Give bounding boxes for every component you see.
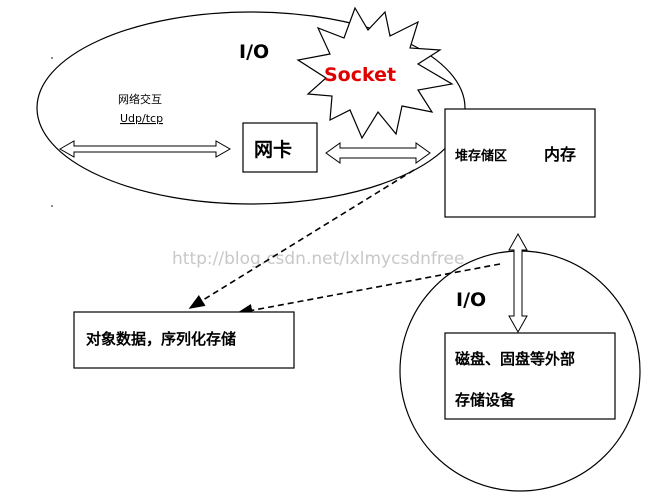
protocol-label: Udp/tcp — [120, 112, 163, 125]
heap-to-object-dashed-arrow — [236, 263, 501, 317]
socket-starburst-icon — [296, 6, 454, 140]
disk-label-line2: 存储设备 — [455, 391, 516, 409]
heap-label: 堆存储区 — [455, 148, 507, 164]
disk-label-line1: 磁盘、固盘等外部 — [455, 350, 575, 368]
network-io-ellipse — [36, 11, 466, 205]
nic-box — [242, 122, 318, 173]
memory-label: 内存 — [544, 145, 576, 164]
object-serialization-box — [73, 311, 295, 369]
memory-disk-double-arrow — [508, 232, 528, 334]
dot-marker — [51, 57, 53, 59]
socket-label: Socket — [324, 64, 396, 86]
dot-marker — [51, 205, 53, 207]
io-bottom-label: I/O — [456, 289, 486, 311]
memory-box — [444, 108, 596, 218]
network-double-arrow — [58, 140, 232, 158]
memory-to-object-dashed-arrow — [188, 169, 415, 309]
watermark-text: http://blog.csdn.net/lxlmycsdnfree — [172, 249, 464, 269]
object-label: 对象数据，序列化存储 — [86, 330, 236, 348]
nic-label: 网卡 — [254, 138, 292, 161]
network-label: 网络交互 — [118, 92, 162, 106]
nic-memory-double-arrow — [325, 142, 431, 164]
io-top-label: I/O — [239, 41, 269, 63]
disk-storage-box — [444, 332, 616, 420]
